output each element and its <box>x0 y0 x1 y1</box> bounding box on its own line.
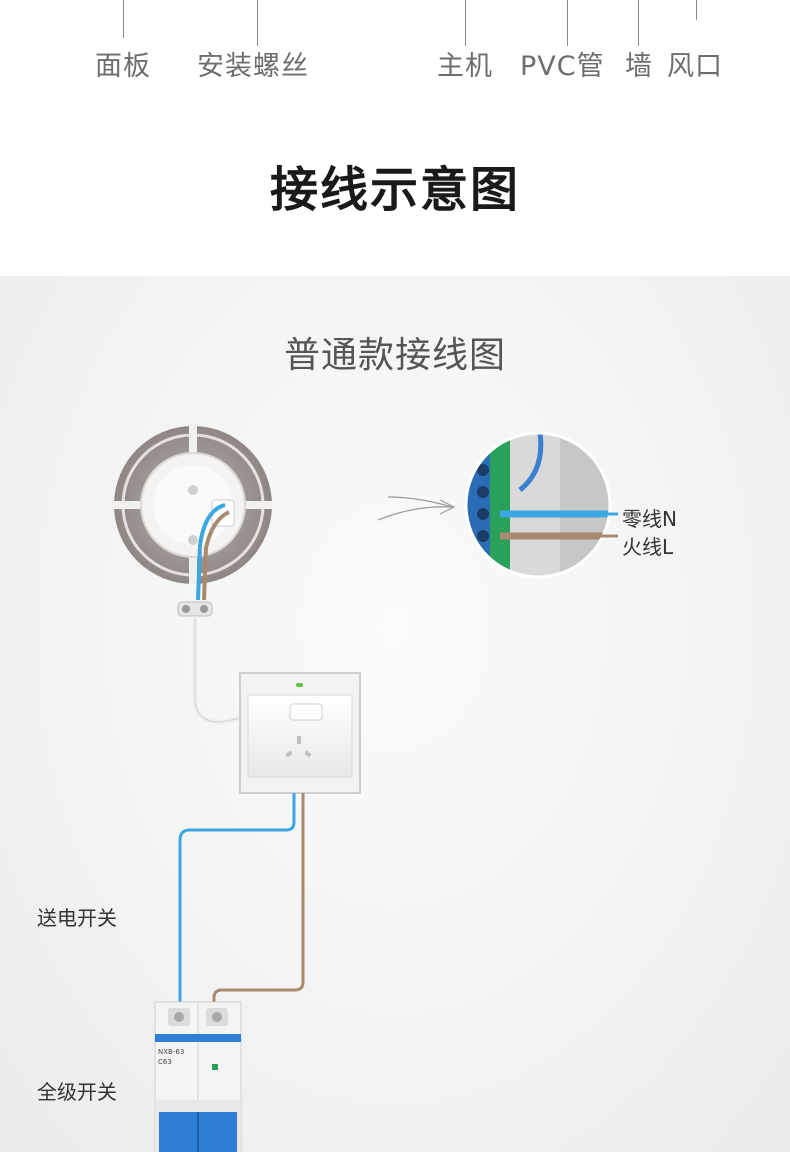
label-neutral-wire: 零线N <box>622 507 677 531</box>
wiring-diagram <box>0 276 790 1152</box>
label-wall: 墙 <box>625 51 653 82</box>
label-host: 主机 <box>437 51 493 82</box>
parts-header: 面板 安装螺丝 主机 PVC管 墙 风口 接线示意图 <box>0 0 790 276</box>
callout-line-vent <box>696 0 697 20</box>
live-wire <box>212 793 305 1010</box>
callout-line-screw <box>257 0 258 46</box>
label-main-switch: 全级开关 <box>37 1080 117 1104</box>
label-vent: 风口 <box>667 51 723 82</box>
callout-line-host <box>465 0 466 46</box>
callout-line-panel <box>123 0 124 38</box>
label-panel: 面板 <box>95 51 151 82</box>
callout-line-pvc <box>567 0 568 46</box>
page-title: 接线示意图 <box>269 162 520 218</box>
circuit-breaker <box>154 1001 242 1152</box>
label-power-switch: 送电开关 <box>37 906 117 930</box>
zoom-arrow <box>377 506 453 521</box>
neutral-wire <box>178 793 296 1010</box>
breaker-rating: C63 <box>158 1058 172 1066</box>
exhaust-fan <box>114 426 272 617</box>
label-live-wire: 火线L <box>622 535 674 559</box>
terminal-zoom <box>464 431 618 579</box>
callout-line-wall <box>638 0 639 46</box>
label-pvc: PVC管 <box>520 51 605 82</box>
label-screw: 安装螺丝 <box>197 51 309 82</box>
wall-socket <box>239 672 361 794</box>
breaker-model: NXB-63 <box>158 1048 184 1056</box>
diagram-subtitle: 普通款接线图 <box>283 335 506 376</box>
